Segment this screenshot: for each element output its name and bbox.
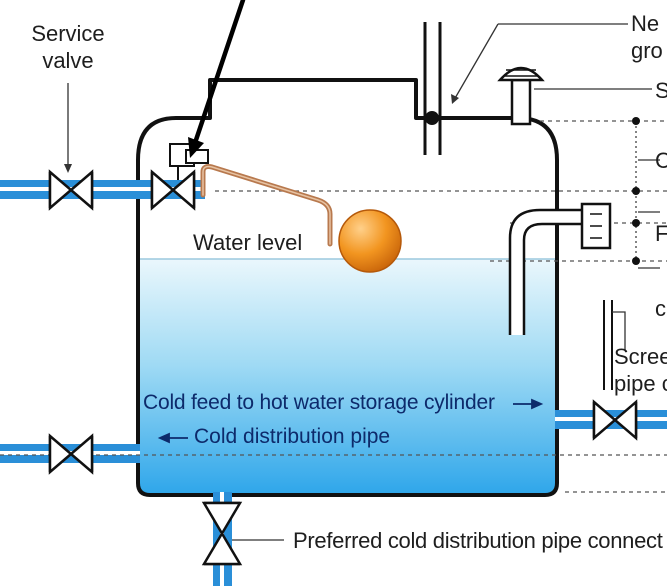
vent-cap-icon [497,66,545,126]
valve-icon [48,169,94,211]
service-valve-label-line1: Service [31,21,105,46]
top-right-label-line2: gro [631,38,663,63]
top-right-label: Ne gro [631,10,663,64]
valve-icon [201,501,243,566]
warning-pipe [603,300,613,390]
pointer-arrow-icon [188,0,246,158]
cold-feed-label: Cold feed to hot water storage cylinder [143,391,495,414]
right-label-c2: c [655,296,666,321]
preferred-connection-label: Preferred cold distribution pipe connect [293,528,663,553]
flow-arrows [157,398,544,444]
leader-arrowhead [64,164,72,173]
water-body [138,259,557,495]
level-markers [632,117,640,265]
top-right-label-line1: Ne [631,11,660,36]
water-level-label: Water level [193,230,303,255]
float-ball-icon [338,209,402,273]
screen-pipe-label: Scree pipe c [614,343,667,397]
service-valve-label: Service valve [22,20,114,74]
cold-distribution-label: Cold distribution pipe [194,425,391,448]
valve-icon [592,399,638,441]
valve-icon [150,169,196,211]
leader-lines [67,23,660,541]
service-valve-label-line2: valve [42,48,94,73]
screen-pipe-label-line1: Scree [614,344,667,369]
vent-pipe [423,22,442,155]
screen-pipe-label-line2: pipe c [614,371,667,396]
right-label-s: S [655,78,667,103]
right-label-c1: C [655,148,667,173]
valve-icon [48,433,94,475]
tank-outline [136,78,559,497]
right-label-f: F [655,221,667,246]
leader-arrowhead [451,94,459,104]
overflow-pipe [508,202,612,335]
